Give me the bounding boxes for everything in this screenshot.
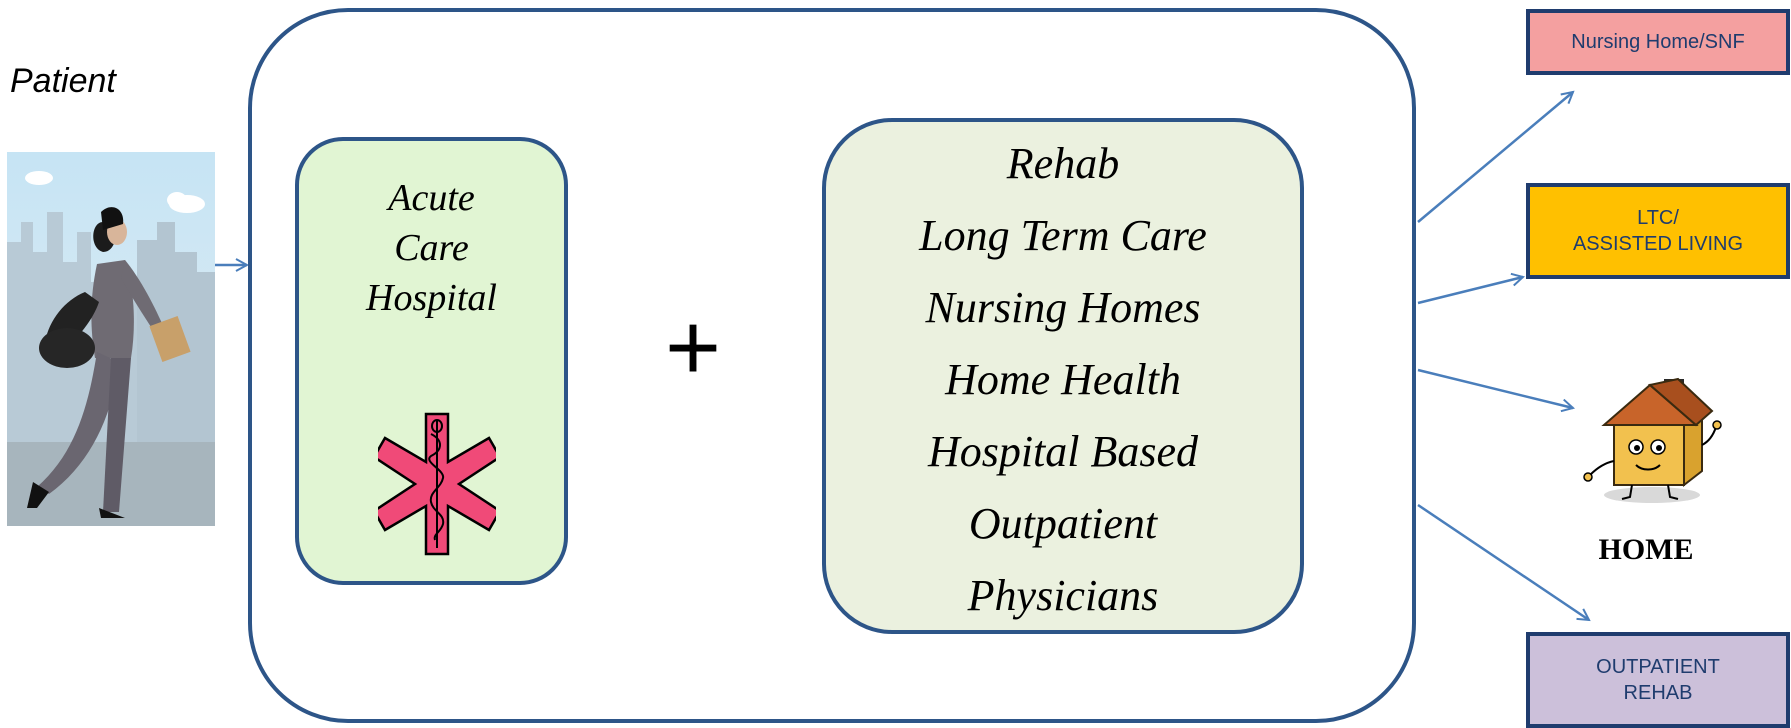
arrow-to-home [1417, 368, 1573, 408]
house-character-icon [1583, 377, 1722, 503]
star-of-life-icon [378, 412, 496, 556]
service-item: Nursing Homes [925, 283, 1201, 332]
destination-outpatient-rehab: OUTPATIENT REHAB [1526, 632, 1790, 728]
arrow-to-ltc [1417, 277, 1523, 305]
service-item: Home Health [945, 355, 1181, 404]
destination-label: OUTPATIENT REHAB [1596, 656, 1720, 704]
service-item: Outpatient [968, 499, 1158, 548]
service-item: Physicians [967, 571, 1159, 620]
destination-home-label: HOME [1598, 533, 1694, 566]
acute-care-hospital-box: Acute Care Hospital [295, 137, 568, 585]
post-acute-services-box: Rehab Long Term Care Nursing Homes Home … [822, 118, 1304, 634]
acute-care-line: Hospital [366, 277, 497, 319]
destination-nursing-home: Nursing Home/SNF [1526, 9, 1790, 75]
service-item: Hospital Based [927, 427, 1199, 476]
service-item: Rehab [1006, 139, 1120, 188]
acute-care-line: Care [394, 227, 469, 269]
destination-ltc-assisted-living: LTC/ ASSISTED LIVING [1526, 183, 1790, 279]
services-list: Rehab Long Term Care Nursing Homes Home … [826, 128, 1300, 632]
destination-label: Nursing Home/SNF [1571, 31, 1745, 53]
plus-sign: + [665, 294, 722, 401]
patient-label: Patient [10, 62, 116, 100]
service-item: Long Term Care [919, 211, 1207, 260]
walking-woman-image [7, 152, 215, 526]
destination-label: LTC/ ASSISTED LIVING [1572, 207, 1744, 255]
acute-care-label: Acute Care Hospital [299, 173, 564, 323]
acute-care-line: Acute [388, 177, 475, 219]
